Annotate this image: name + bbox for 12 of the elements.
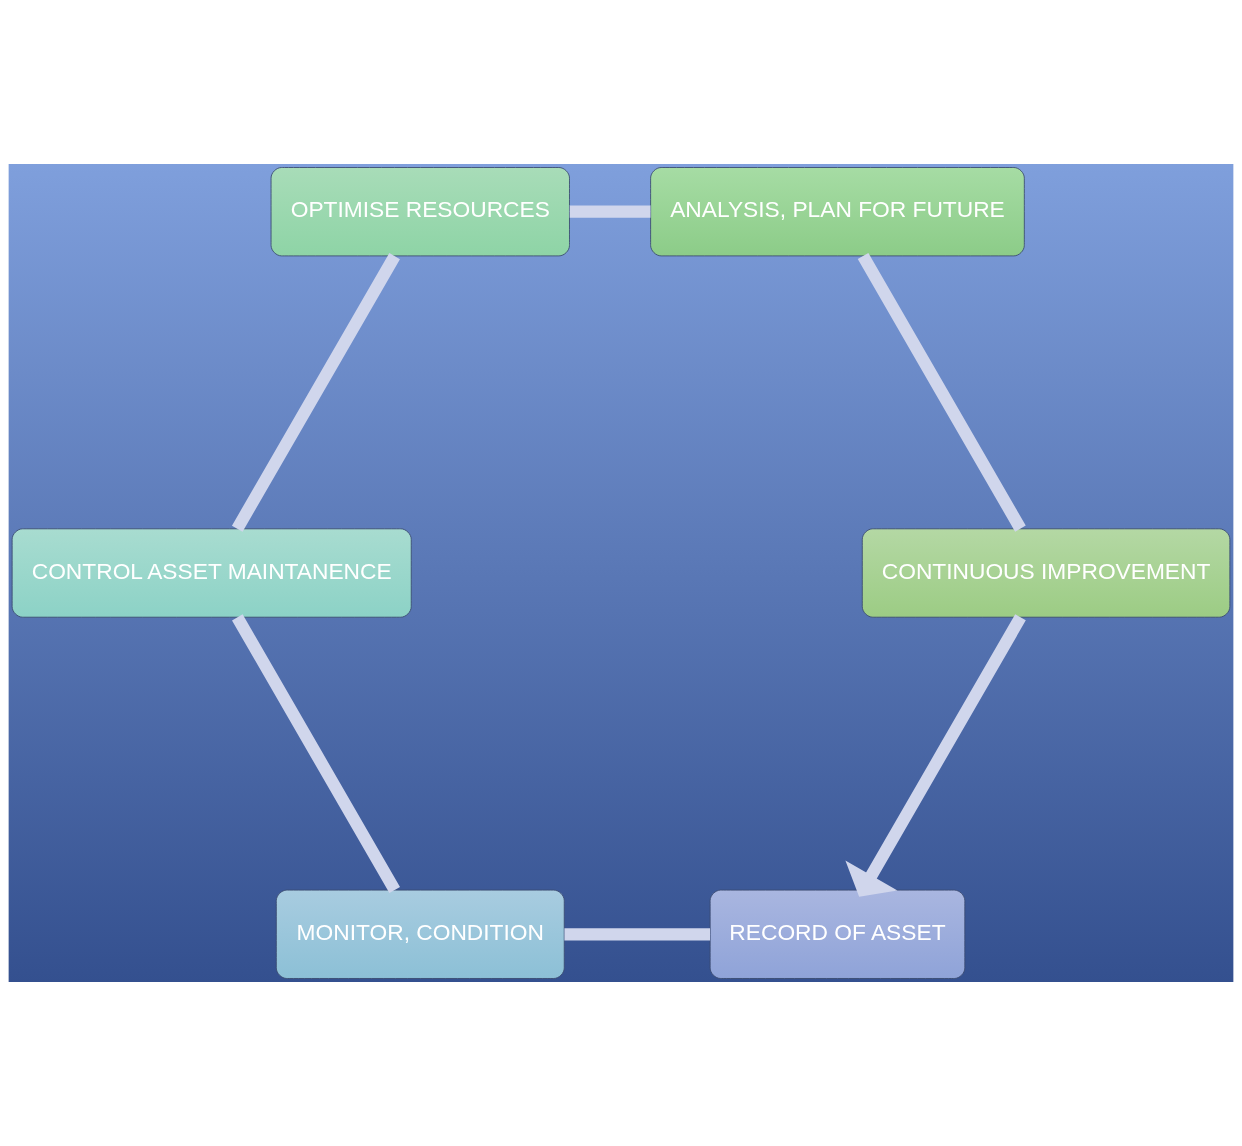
node-box: MONITOR, CONDITION (275, 889, 565, 979)
node-box: CONTINUOUS IMPROVEMENT (861, 528, 1231, 618)
connector (231, 253, 400, 532)
connector (232, 614, 400, 894)
node-box: ANALYSIS, PLAN FOR FUTURE (650, 167, 1025, 257)
connector (569, 205, 651, 218)
connector (857, 252, 1026, 532)
node-box: RECORD OF ASSET (709, 889, 966, 979)
node-box: OPTIMISE RESOURCES (270, 167, 570, 257)
node-box: CONTROL ASSET MAINTANENCE (11, 528, 412, 618)
connector (564, 928, 711, 941)
arrow (845, 614, 1026, 897)
